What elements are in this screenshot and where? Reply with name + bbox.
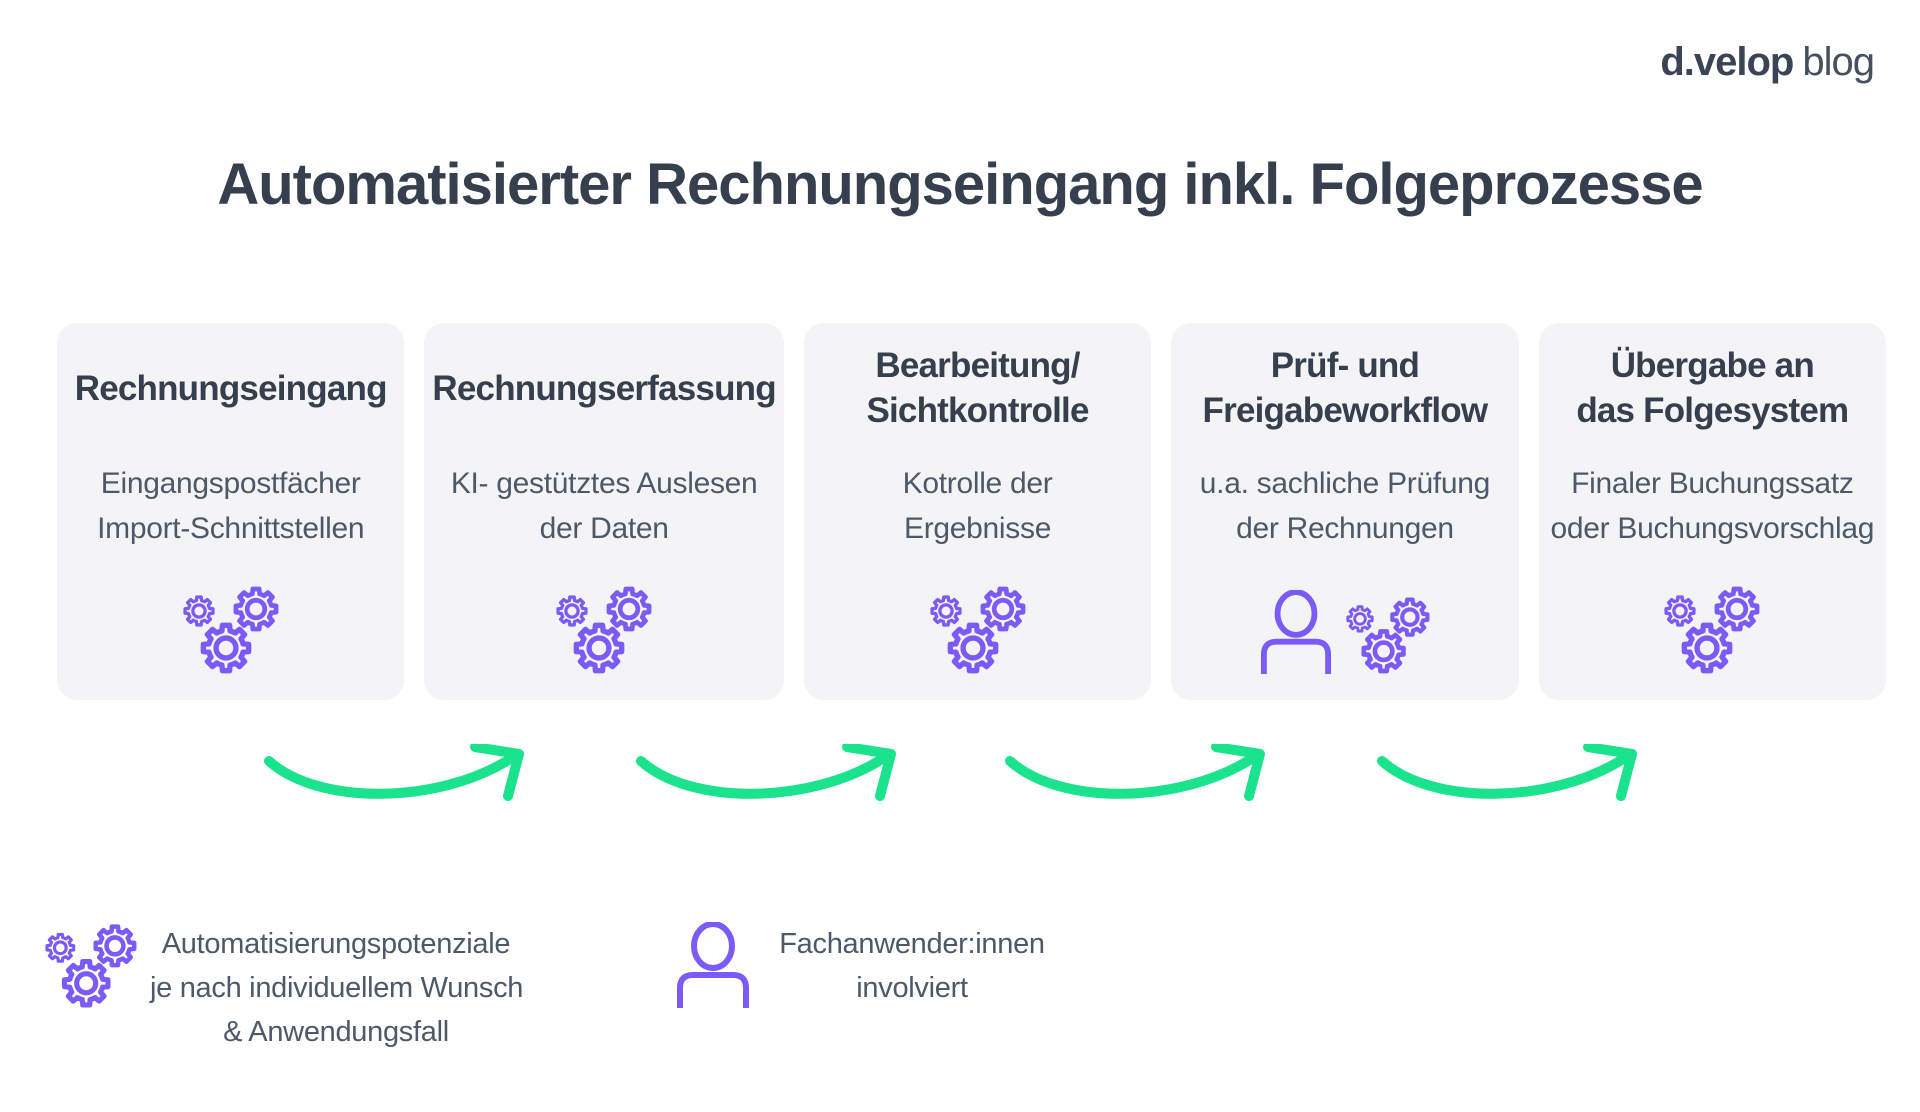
flow-arrow-icon: [1377, 744, 1641, 814]
step-card-rechnungseingang: Rechnungseingang Eingangspostfächer Impo…: [57, 323, 405, 700]
step-card-bearbeitung-sichtkontrolle: Bearbeitung/ Sichtkontrolle Kotrolle der…: [803, 323, 1152, 700]
step-description: u.a. sachliche Prüfung der Rechnungen: [1199, 467, 1491, 545]
step-icons: [183, 586, 279, 674]
gears-icon: [1664, 586, 1760, 674]
step-title: Rechnungseingang: [74, 368, 388, 408]
gears-icon: [45, 922, 137, 1010]
logo-suffix: blog: [1802, 40, 1875, 84]
gears-icon: [183, 586, 279, 674]
flow-arrow-icon: [264, 744, 528, 814]
step-title: Rechnungserfassung: [432, 368, 776, 408]
step-description: Eingangspostfächer Import-Schnittstellen: [97, 467, 365, 545]
gears-icon: [930, 586, 1026, 674]
step-card-uebergabe-folgesystem: Übergabe an das Folgesystem Finaler Buch…: [1538, 323, 1887, 700]
step-description: Kotrolle der Ergebnisse: [902, 467, 1053, 545]
legend-label-user: Fachanwender:innen involviert: [779, 928, 1045, 1004]
gears-icon: [556, 586, 652, 674]
logo-brand: d.velop: [1660, 40, 1794, 84]
page-title: Automatisierter Rechnungseingang inkl. F…: [217, 152, 1703, 217]
flow-arrow-icon: [636, 744, 900, 814]
step-card-rechnungserfassung: Rechnungserfassung KI- gestütztes Ausles…: [424, 323, 784, 700]
gears-icon: [1346, 597, 1430, 674]
step-card-pruef-freigabeworkflow: Prüf- und Freigabeworkflow u.a. sachlich…: [1171, 323, 1519, 700]
person-icon: [1260, 590, 1332, 674]
step-icons: [1664, 586, 1760, 674]
step-icons: [556, 586, 652, 674]
step-title: Prüf- und Freigabeworkflow: [1202, 346, 1489, 430]
legend-label-automation: Automatisierungspotenziale je nach indiv…: [150, 928, 524, 1048]
step-description: KI- gestütztes Auslesen der Daten: [450, 467, 758, 545]
step-icons: [1260, 590, 1430, 674]
step-title: Übergabe an das Folgesystem: [1576, 346, 1849, 430]
step-icons: [930, 586, 1026, 674]
person-icon: [676, 922, 750, 1008]
step-description: Finaler Buchungssatz oder Buchungsvorsch…: [1550, 467, 1875, 545]
process-steps: Rechnungseingang Eingangspostfächer Impo…: [57, 323, 1887, 700]
step-title: Bearbeitung/ Sichtkontrolle: [866, 346, 1089, 430]
flow-arrow-icon: [1005, 744, 1269, 814]
